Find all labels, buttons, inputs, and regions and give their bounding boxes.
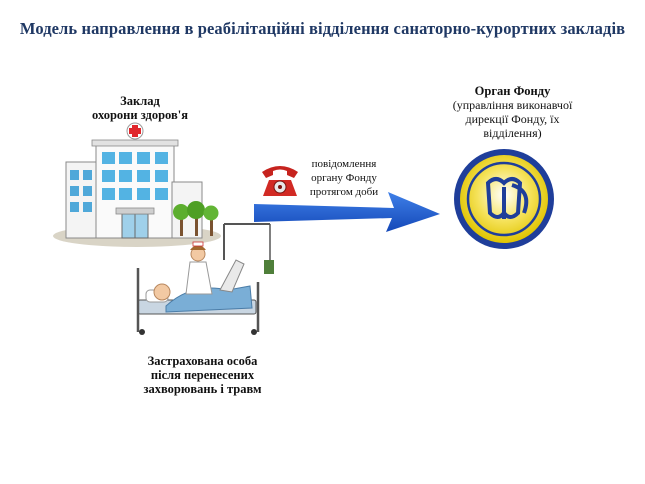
notice-line2: органу Фонду (311, 172, 377, 184)
notice-line1: повідомлення (311, 158, 377, 170)
hospital-icon (53, 122, 221, 247)
page-title: Модель направлення в реабілітаційні відд… (19, 19, 626, 38)
arrow-icon (254, 192, 440, 232)
patient-label-line3: захворювань і травм (143, 382, 262, 396)
fund-name: Орган Фонду (474, 84, 551, 98)
notice-label: повідомлення органу Фонду протягом доби (303, 157, 385, 199)
patient-bed-icon (136, 223, 274, 335)
patient-label-line2: після перенесених (150, 368, 255, 382)
hospital-label-line2: охорони здоров'я (92, 108, 188, 122)
hospital-label-line1: Заклад (120, 94, 160, 108)
notice-line3: протягом доби (309, 186, 379, 198)
fund-line3: відділення) (483, 126, 542, 140)
phone-icon (262, 166, 298, 196)
fund-logo-icon (454, 149, 554, 249)
fund-line1: (управління виконавчої (452, 98, 573, 112)
patient-label-line1: Застрахована особа (147, 354, 258, 368)
hospital-label: Заклад охорони здоров'я (60, 94, 220, 122)
fund-line2: дирекції Фонду, їх (465, 112, 560, 126)
patient-label: Застрахована особа після перенесених зах… (130, 354, 275, 396)
fund-label: Орган Фонду (управління виконавчої дирек… (415, 84, 610, 140)
